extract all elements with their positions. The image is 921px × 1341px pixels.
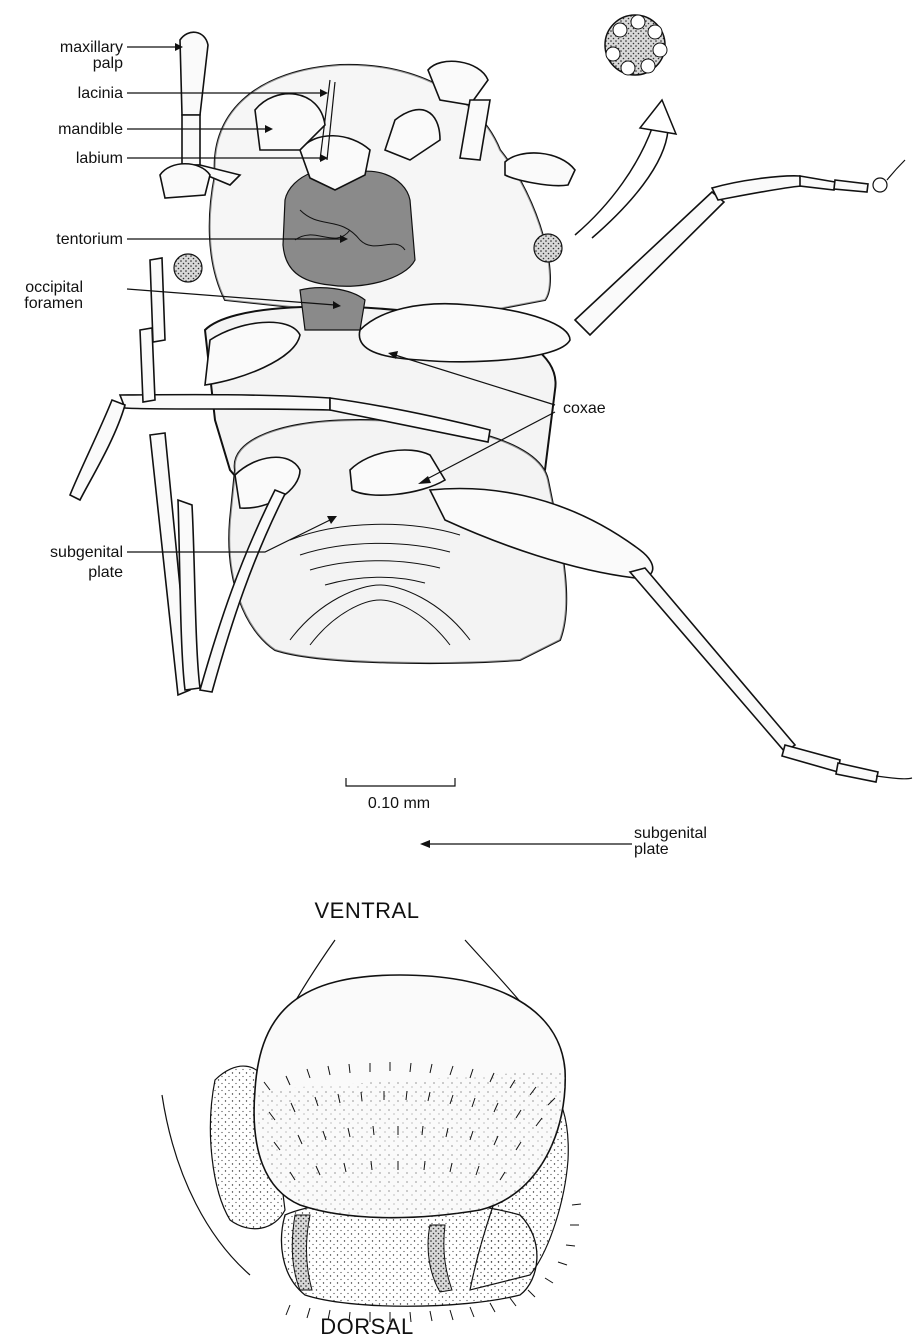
label-subgenital-plate-line2: plate [88, 564, 123, 581]
scale-bar: 0.10 mm [346, 778, 455, 812]
label-mandible: mandible [58, 121, 123, 138]
label-occipital-foramen-line2: foramen [24, 295, 83, 312]
label-maxillary-palp-line1: maxillary [60, 39, 123, 56]
insect-body [70, 32, 912, 782]
detail-label-subgenital-plate-line1: subgenital [634, 825, 707, 842]
scale-bar-label: 0.10 mm [368, 795, 430, 812]
label-maxillary-palp-line2: palp [93, 55, 123, 72]
label-ventral: VENTRAL [315, 898, 420, 923]
subgenital-plate-detail [162, 940, 581, 1322]
compound-eye-detail [575, 15, 676, 238]
label-dorsal: DORSAL [320, 1314, 413, 1339]
detail-label-subgenital-plate-line2: plate [634, 841, 669, 858]
label-labium: labium [76, 150, 123, 167]
label-occipital-foramen-line1: occipital [25, 279, 83, 296]
label-subgenital-plate-line1: subgenital [50, 544, 123, 561]
label-tentorium: tentorium [56, 231, 123, 248]
label-lacinia: lacinia [78, 85, 123, 102]
label-coxae: coxae [563, 400, 606, 417]
